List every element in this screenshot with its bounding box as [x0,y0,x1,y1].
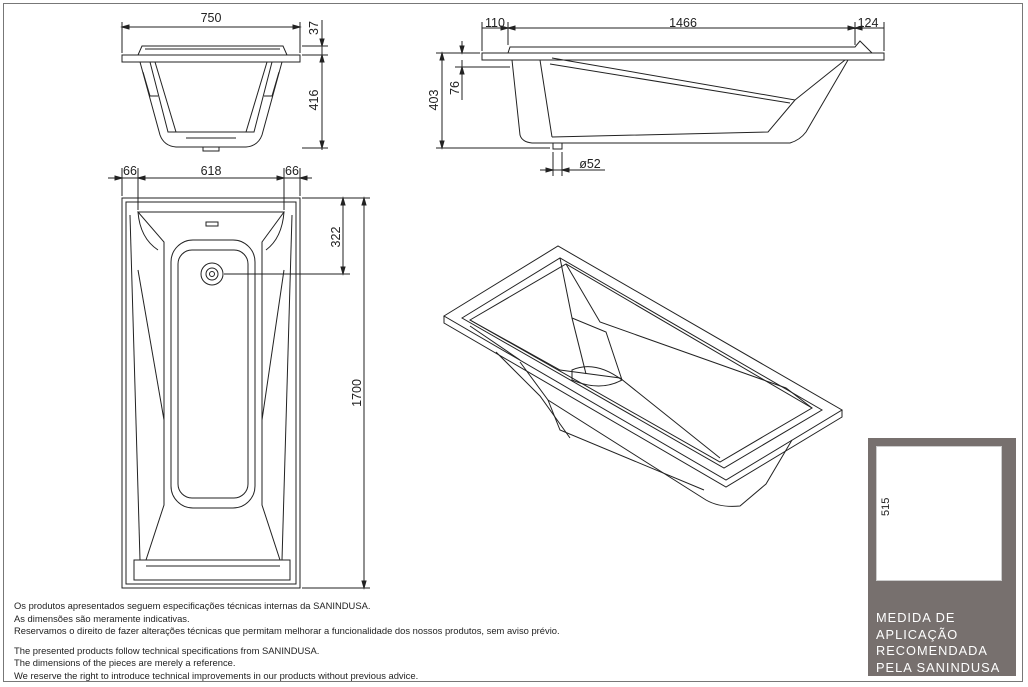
dim-plan-left-margin: 66 [123,164,137,178]
dim-drain-diameter: ø52 [579,157,601,171]
dim-front-depth: 416 [307,90,321,111]
dim-side-rim-drop: 76 [448,81,462,95]
note-en-2: The dimensions of the pieces are merely … [14,657,236,669]
legend-drawing-panel [876,446,1002,581]
note-pt-3: Reservamos o direito de fazer alterações… [14,625,560,637]
dim-front-width: 750 [201,11,222,25]
plan-view [108,168,370,590]
legend-caption: MEDIDA DE APLICAÇÃO RECOMENDADA PELA SAN… [876,610,1014,676]
side-view [436,22,885,176]
front-view [120,20,328,152]
isometric-view [443,245,843,507]
note-en-1: The presented products follow technical … [14,644,320,656]
disclaimer-notes: Os produtos apresentados seguem especifi… [14,600,560,683]
note-pt-1: Os produtos apresentados seguem especifi… [14,600,371,611]
dim-side-left-ext: 110 [485,16,505,30]
legend-height-value: 515 [880,497,892,516]
drawing-frame [3,3,1023,682]
dim-side-height: 403 [427,90,441,111]
dim-side-right-ext: 124 [858,16,879,30]
dim-plan-right-margin: 66 [285,164,299,178]
legend-line-3: RECOMENDADA [876,643,988,658]
note-en-3: We reserve the right to introduce techni… [14,669,419,681]
dim-side-length: 1466 [669,16,697,30]
legend-box: 515 MEDIDA DE APLICAÇÃO RECOMENDADA PELA… [868,438,1016,676]
dim-rim-height: 37 [307,21,321,35]
note-pt-2: As dimensões são meramente indicativas. [14,612,190,624]
dim-plan-drain-offset: 322 [329,227,343,248]
legend-line-2: APLICAÇÃO [876,626,959,642]
legend-line-1: MEDIDA DE [876,610,956,625]
legend-line-4: PELA SANINDUSA [876,659,1001,675]
dim-plan-length: 1700 [350,379,364,407]
dim-plan-inner-width: 618 [201,164,222,178]
